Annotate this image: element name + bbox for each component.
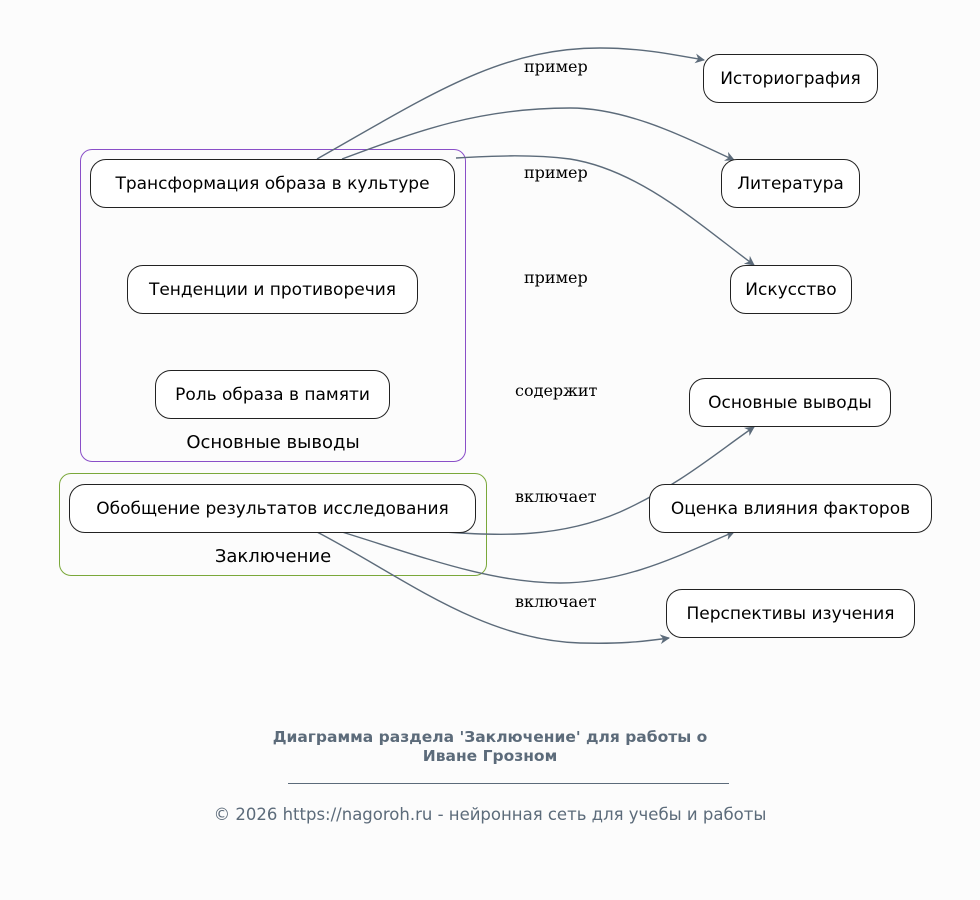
caption-line-1: Диаграмма раздела 'Заключение' для работ… bbox=[272, 728, 708, 746]
cluster-conclusion: Заключение bbox=[59, 473, 487, 576]
node-perspectives[interactable]: Перспективы изучения bbox=[666, 589, 915, 638]
edge-label-historiography: пример bbox=[524, 57, 588, 76]
footer-divider bbox=[288, 783, 729, 784]
edge-transformation-historiography bbox=[316, 47, 705, 160]
diagram-caption: Диаграмма раздела 'Заключение' для работ… bbox=[0, 728, 980, 766]
edge-transformation-literature bbox=[341, 107, 735, 161]
node-art[interactable]: Искусство bbox=[730, 265, 852, 314]
edge-generalization-perspectives bbox=[316, 531, 670, 645]
edge-label-main-conclusions: содержит bbox=[515, 381, 598, 400]
cluster-label-main-conclusions: Основные выводы bbox=[186, 432, 360, 453]
edge-label-factors: включает bbox=[515, 487, 597, 506]
node-transformation[interactable]: Трансформация образа в культуре bbox=[90, 159, 455, 208]
node-historiography[interactable]: Историография bbox=[703, 54, 878, 103]
caption-line-2: Иване Грозном bbox=[422, 747, 558, 765]
node-literature[interactable]: Литература bbox=[721, 159, 860, 208]
cluster-label-conclusion: Заключение bbox=[214, 546, 332, 567]
edge-label-perspectives: включает bbox=[515, 592, 597, 611]
node-memory-role[interactable]: Роль образа в памяти bbox=[155, 370, 390, 419]
edge-generalization-main-conclusions bbox=[444, 426, 755, 536]
edge-generalization-factors bbox=[341, 530, 735, 584]
cluster-main-conclusions: Основные выводы bbox=[80, 149, 466, 462]
node-main-conclusions[interactable]: Основные выводы bbox=[689, 378, 891, 427]
edge-transformation-art bbox=[455, 155, 755, 266]
node-factors[interactable]: Оценка влияния факторов bbox=[649, 484, 932, 533]
node-tendencies[interactable]: Тенденции и противоречия bbox=[127, 265, 418, 314]
edge-label-literature: пример bbox=[524, 163, 588, 182]
node-generalization[interactable]: Обобщение результатов исследования bbox=[69, 484, 476, 533]
edge-label-art: пример bbox=[524, 268, 588, 287]
copyright-text: © 2026 https://nagoroh.ru - нейронная се… bbox=[213, 805, 767, 824]
